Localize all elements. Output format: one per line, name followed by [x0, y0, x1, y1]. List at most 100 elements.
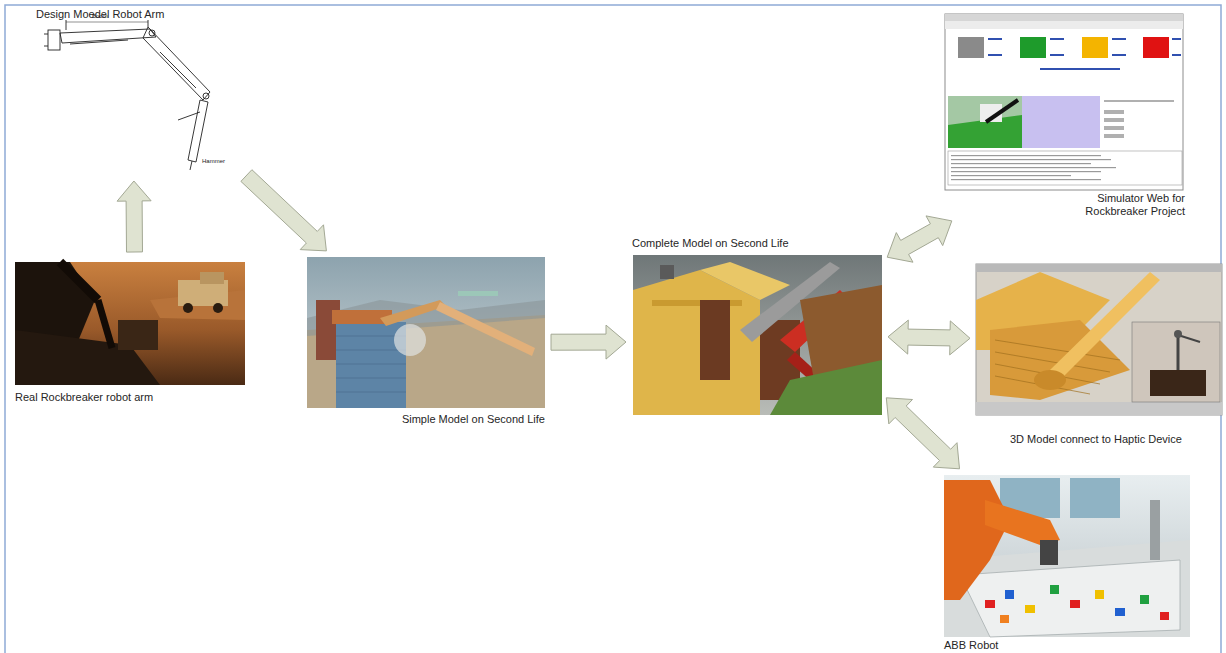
haptic-3d-model-part [976, 264, 1222, 415]
simulator-web-screenshot-part [948, 96, 1022, 148]
simulator-web-screenshot-part-part [951, 163, 1091, 164]
haptic-3d-model-part [1150, 370, 1206, 396]
simulator-web-screenshot-part-part [1112, 38, 1126, 40]
complete-model-render-part [700, 300, 730, 380]
arm-sketch-part [178, 112, 200, 120]
panel-caption: Simulator Web for Rockbreaker Project [1065, 192, 1185, 218]
abb-robot-photo-part [944, 480, 1010, 600]
simulator-web-screenshot-part-part [1104, 134, 1124, 138]
simple-model-render-part-part [336, 378, 406, 379]
image-panel: Real Rockbreaker robot arm [15, 258, 245, 404]
simple-model-render-part [394, 324, 426, 356]
rockbreaker-photo [15, 262, 245, 385]
simulator-web-screenshot-part-part [1104, 110, 1124, 114]
simulator-web-screenshot-part [1020, 37, 1046, 58]
simple-model-render-part [436, 302, 535, 356]
arm-sketch-part [148, 20, 149, 27]
abb-robot-photo-part [944, 475, 1190, 637]
abb-robot-photo-part [1150, 500, 1160, 560]
arm-sketch-part [44, 34, 48, 35]
outer-frame-part [5, 5, 1221, 653]
simple-model-render-part-part [336, 350, 406, 351]
haptic-3d-model-part [976, 402, 1222, 415]
abb-robot-photo-part [960, 560, 1180, 637]
abb-robot-photo-part [1070, 478, 1120, 518]
simulator-web-screenshot-part-part [951, 167, 1116, 168]
arm-sketch-part [149, 30, 155, 36]
simulator-web-screenshot-part-part [988, 38, 1002, 40]
block-arrow [551, 325, 626, 359]
simple-model-render-part-part [336, 392, 406, 393]
simulator-web-screenshot-part [986, 100, 1018, 122]
abb-robot-photo-part [985, 585, 1169, 623]
simulator-web-screenshot-part-part [1050, 54, 1064, 56]
simple-model-render-part [307, 257, 545, 408]
image-panel: ABB Robot [944, 473, 1192, 652]
simulator-web-screenshot-part [945, 21, 1183, 29]
abb-robot-photo-part-part [985, 600, 995, 608]
abb-robot-photo-part [985, 500, 1060, 545]
panel-caption: 3D Model connect to Haptic Device [1010, 433, 1182, 446]
panel-caption: Simple Model on Second Life [402, 413, 545, 426]
simulator-web-screenshot-part [988, 38, 1181, 70]
image-panel: Design Moedel Robot Arm [34, 8, 242, 175]
abb-robot-photo-part [1040, 540, 1058, 565]
simulator-web-screenshot-part-part [988, 54, 1002, 56]
simulator-web-screenshot-part [1022, 96, 1100, 148]
simulator-web-screenshot-part-part [1172, 54, 1181, 56]
arm-sketch-part [188, 100, 208, 162]
abb-robot-photo-part-part [1115, 608, 1125, 616]
haptic-3d-model [976, 264, 1222, 415]
complete-model-render-part [770, 360, 882, 415]
simulator-web-screenshot-part [1104, 100, 1174, 138]
arm-sketch-part [60, 29, 156, 43]
block-arrow [888, 320, 970, 355]
arm-sketch-part [44, 46, 48, 47]
haptic-3d-model-part [990, 320, 1130, 400]
simple-model-render-part-part [336, 364, 406, 365]
rockbreaker-photo-part [183, 303, 193, 313]
arm-sketch-part [160, 52, 196, 88]
simulator-web-screenshot-part-part [1104, 100, 1174, 102]
simulator-web-screenshot-part-part [1104, 126, 1124, 130]
simple-model-render-part [380, 300, 446, 326]
complete-model-render-part [660, 265, 674, 279]
part-label: Hammer [202, 158, 225, 165]
block-arrow [886, 398, 959, 469]
complete-model-render [633, 255, 882, 415]
arm-sketch-part [203, 93, 209, 99]
simulator-web-screenshot-part-part [951, 159, 1111, 160]
rockbreaker-photo-part [200, 272, 224, 284]
haptic-3d-model-part [1177, 335, 1180, 370]
rockbreaker-photo-part [213, 303, 223, 313]
simulator-web-screenshot-part-part [1172, 38, 1181, 40]
arm-sketch-part [48, 30, 60, 50]
abb-robot-photo-part-part [1000, 615, 1009, 623]
simulator-web-screenshot-part [951, 155, 1116, 180]
simulator-web-screenshot-part [958, 37, 984, 58]
abb-robot-photo-part-part [1025, 605, 1035, 613]
abb-robot-photo-part-part [1070, 600, 1080, 608]
arm-sketch-part [190, 161, 192, 170]
rockbreaker-photo-part [15, 262, 245, 385]
block-arrow [887, 216, 952, 262]
image-panel: Simple Model on Second Life [307, 255, 545, 426]
part-label: Boom [92, 13, 108, 20]
rockbreaker-photo-part [98, 300, 112, 348]
simple-model-render-part [458, 291, 498, 296]
complete-model-render-part [633, 255, 882, 415]
abb-robot-photo [944, 475, 1190, 637]
arm-sketch-part [66, 20, 67, 30]
simple-model-render-part [307, 315, 545, 408]
simulator-web-screenshot-part-part [1040, 68, 1120, 70]
abb-robot-photo-part-part [1050, 585, 1059, 594]
simulator-web-screenshot-part [945, 14, 1183, 190]
complete-model-render-part [700, 262, 790, 300]
simulator-web-screenshot-part [948, 151, 1182, 185]
arm-sketch-part [70, 40, 128, 44]
simulator-web-screenshot-part-part [1104, 118, 1124, 122]
arm-sketch [44, 20, 210, 170]
